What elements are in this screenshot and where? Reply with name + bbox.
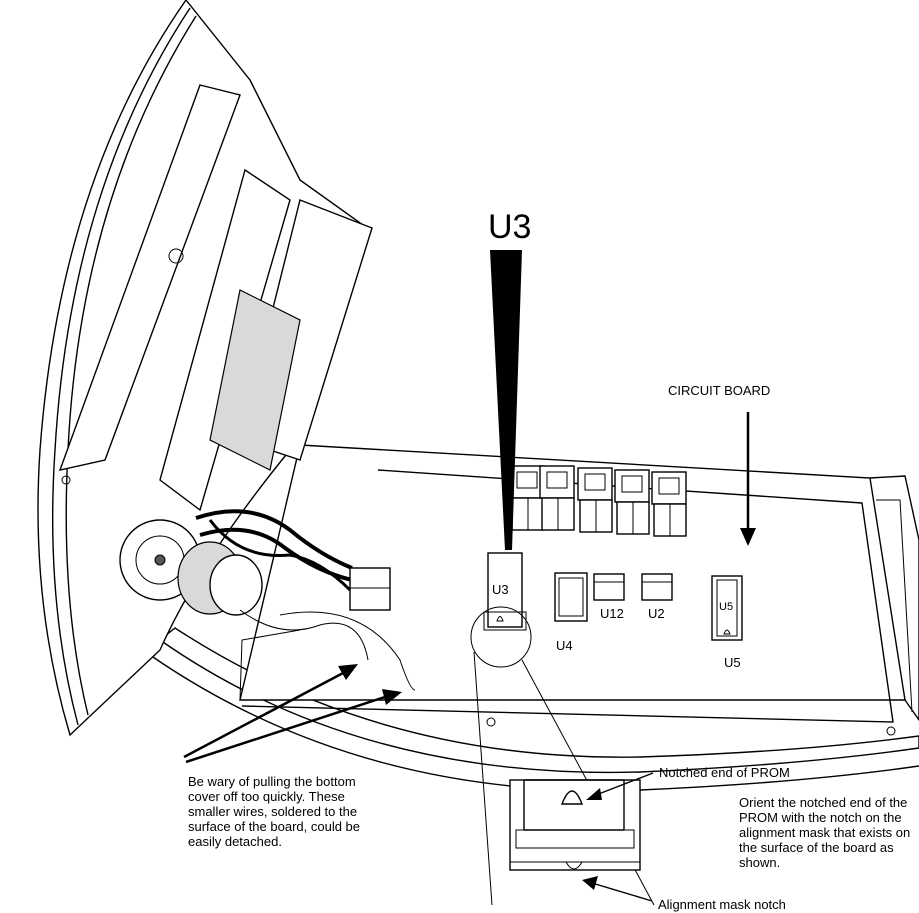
chip-u5: U5 U5: [711, 575, 743, 670]
u3-pointer: U3: [488, 208, 531, 550]
connector-5: [651, 471, 687, 537]
circuit-board-callout: CIRCUIT BOARD: [668, 383, 770, 546]
small-wires: [239, 609, 416, 691]
alignment-notch-label: Alignment mask notch: [658, 897, 786, 912]
notched-end-label: Notched end of PROM: [659, 765, 790, 780]
connector-3: [577, 467, 613, 533]
chip-u2: U2: [641, 573, 673, 621]
connector-1: [509, 465, 545, 531]
connector-row: [509, 465, 687, 537]
connector-4: [614, 469, 650, 535]
alignment-notch-callout: Alignment mask notch: [582, 876, 786, 912]
chip-u3: U3: [483, 552, 527, 631]
connector-2: [539, 465, 575, 531]
chip-u4-label: U4: [556, 638, 573, 653]
wires-warning-note: Be wary of pulling the bottom cover off …: [188, 774, 361, 849]
chip-u12: U12: [593, 573, 625, 621]
chip-u5-body-label: U5: [719, 601, 733, 613]
prom-detail-zoom: [509, 779, 641, 871]
circuit-board-label: CIRCUIT BOARD: [668, 383, 770, 398]
wire-harness: [195, 509, 391, 611]
chip-u12-label: U12: [600, 606, 624, 621]
notched-end-callout: Notched end of PROM: [586, 765, 790, 800]
wire-warning-arrows: [183, 664, 402, 764]
chip-u3-label: U3: [492, 582, 509, 597]
chip-u5-label: U5: [724, 655, 741, 670]
chip-u4: U4: [554, 572, 588, 653]
orientation-note: Orient the notched end of the PROM with …: [739, 795, 911, 870]
hinge-knob: [119, 519, 263, 616]
chip-u2-label: U2: [648, 606, 665, 621]
u3-callout-title: U3: [488, 208, 531, 246]
